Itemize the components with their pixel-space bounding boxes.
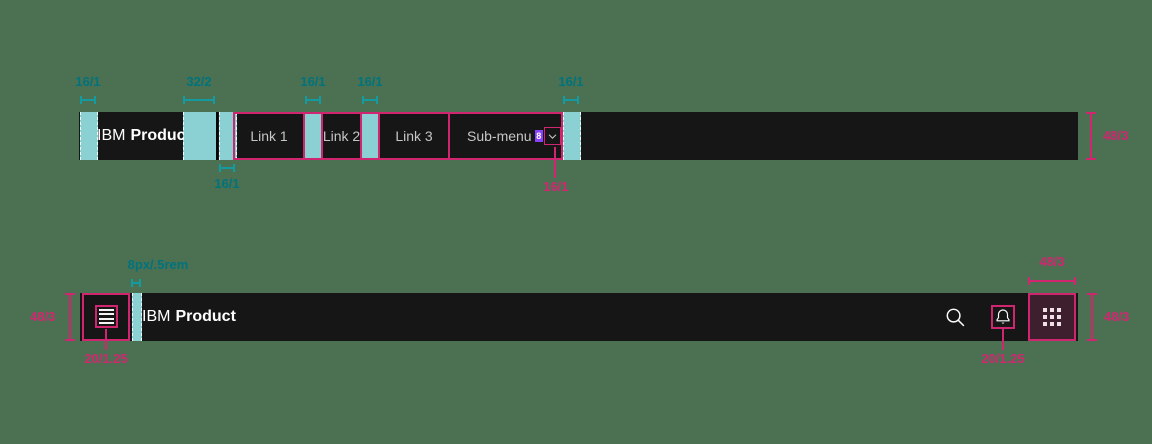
chevron-measure-box xyxy=(544,127,561,145)
nav-link-1[interactable]: Link 1 xyxy=(233,114,305,158)
spacer-16 xyxy=(362,114,378,158)
spacer-16 xyxy=(305,114,321,158)
measure-bracket xyxy=(1028,277,1076,285)
annotation-top-height: 48/3 xyxy=(1103,128,1129,143)
nav-submenu[interactable]: Sub-menu 8 xyxy=(450,114,563,158)
header-bar-with-icons: IBM Product xyxy=(80,293,1078,341)
brand-prefix: IBM xyxy=(142,308,171,325)
menu-icon-measure-box[interactable] xyxy=(95,305,118,328)
search-button[interactable] xyxy=(931,293,979,341)
annotation-gap-link1: 16/1 xyxy=(300,74,326,89)
measure-bracket xyxy=(131,279,141,287)
nav-link-2[interactable]: Link 2 xyxy=(321,114,362,158)
chevron-down-icon xyxy=(548,133,557,139)
leader-line xyxy=(105,329,107,350)
height-measure-beam xyxy=(1086,112,1096,160)
brand-prefix: IBM xyxy=(97,127,126,144)
notification-bell-icon xyxy=(996,309,1010,324)
annotation-after-brand: 32/2 xyxy=(186,74,212,89)
hamburger-menu-icon xyxy=(99,308,114,326)
annotation-menu-icon-size: 20/1.25 xyxy=(84,351,128,366)
app-switcher-button[interactable] xyxy=(1028,293,1076,341)
spacer-16 xyxy=(219,112,237,160)
annotation-bottom-height-right: 48/3 xyxy=(1104,309,1130,324)
measure-bracket xyxy=(219,164,235,172)
search-icon xyxy=(946,308,964,326)
spacing-token-badge: 8 xyxy=(534,130,544,142)
bell-icon-measure-box[interactable] xyxy=(991,305,1015,329)
height-measure-beam xyxy=(1087,293,1097,341)
measure-bracket xyxy=(305,96,321,104)
annotation-bell-icon-size: 20/1.25 xyxy=(981,351,1025,366)
annotation-chevron-pad: 16/1 xyxy=(543,179,569,194)
header-brand[interactable]: IBM Product xyxy=(142,293,236,341)
nav-link-group: Link 1 Link 2 Link 3 Sub-menu 8 xyxy=(233,112,563,160)
annotation-brand-gap: 8px/.5rem xyxy=(127,257,189,272)
annotation-switcher-width: 48/3 xyxy=(1039,254,1065,269)
measure-bracket xyxy=(362,96,378,104)
annotation-bottom-height-left: 48/3 xyxy=(30,309,56,324)
measure-bracket xyxy=(80,96,96,104)
leader-line xyxy=(554,147,556,178)
spacer-32 xyxy=(183,112,217,160)
submenu-label: Sub-menu xyxy=(467,128,532,144)
nav-link-3[interactable]: Link 3 xyxy=(378,114,450,158)
header-bar-with-nav: IBM Product Link 1 Link 2 Link 3 Sub-men… xyxy=(79,112,1078,160)
annotation-pad-left: 16/1 xyxy=(75,74,101,89)
annotation-divider-pad: 16/1 xyxy=(214,176,240,191)
leader-line xyxy=(1002,329,1004,350)
annotation-gap-link2: 16/1 xyxy=(357,74,383,89)
measure-bracket xyxy=(563,96,579,104)
spacer-8 xyxy=(132,293,142,341)
annotation-after-submenu: 16/1 xyxy=(558,74,584,89)
app-switcher-icon xyxy=(1043,308,1061,326)
spacer-16 xyxy=(80,112,98,160)
header-brand[interactable]: IBM Product xyxy=(97,112,191,160)
measure-bracket xyxy=(183,96,215,104)
brand-name: Product xyxy=(175,308,236,325)
height-measure-beam xyxy=(65,293,75,341)
spacer-16 xyxy=(563,112,581,160)
nav-divider xyxy=(216,112,218,160)
brand-name: Product xyxy=(130,127,191,144)
